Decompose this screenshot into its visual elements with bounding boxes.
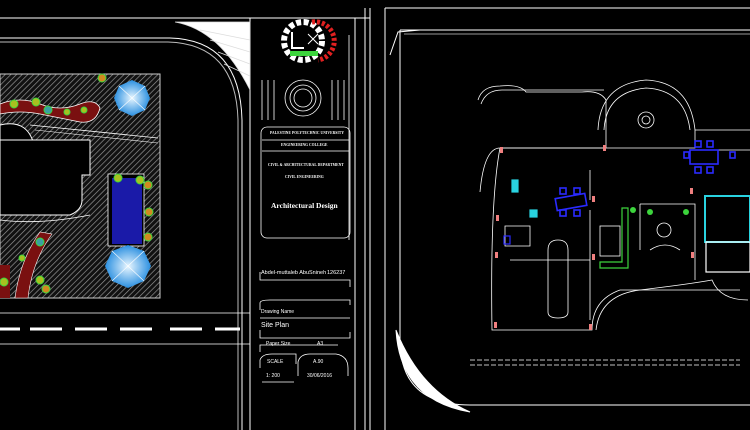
decorative-fan — [174, 21, 251, 91]
university-logo — [281, 19, 337, 63]
car-icon — [547, 239, 569, 319]
plant-icon — [0, 73, 154, 294]
right-sheet-frame — [384, 7, 750, 430]
major-name: CIVIL ENGINEERING — [285, 175, 324, 179]
paper-size-label: Paper Size — [266, 341, 291, 347]
sheet-label: A.90 — [313, 359, 324, 365]
dining-table-icon — [554, 140, 736, 217]
title-block-frames — [259, 126, 351, 383]
column-markers — [494, 145, 694, 330]
drawing-name: Site Plan — [261, 322, 290, 329]
drawing-date: 30/06/2016 — [307, 373, 333, 379]
scale-label: SCALE — [267, 359, 284, 365]
house-footprint — [0, 139, 91, 216]
living-room-furniture — [503, 179, 750, 273]
student-id: 126237 — [327, 270, 346, 276]
site-plan — [0, 73, 250, 345]
paper-size: A3 — [317, 341, 324, 347]
university-name: PALESTINE POLYTECHNIC UNIVERSITY — [270, 131, 345, 135]
umbrella-icon — [105, 245, 151, 288]
plant-icon — [630, 207, 689, 215]
floor-plan — [470, 79, 750, 366]
scale-value: 1: 200 — [266, 373, 280, 379]
department-name: CIVIL & ARCHITECTURAL DEPARTMENT — [268, 163, 344, 167]
student-name: Abdel-muttaleb AbuSnineh — [261, 270, 327, 276]
course-title: Architectural Design — [271, 201, 338, 210]
college-name: ENGINEERING COLLEGE — [281, 143, 328, 147]
ornament — [261, 35, 350, 240]
swimming-pool — [112, 178, 142, 244]
umbrella-icon — [114, 80, 150, 116]
drawing-name-label: Drawing Name — [261, 309, 295, 315]
